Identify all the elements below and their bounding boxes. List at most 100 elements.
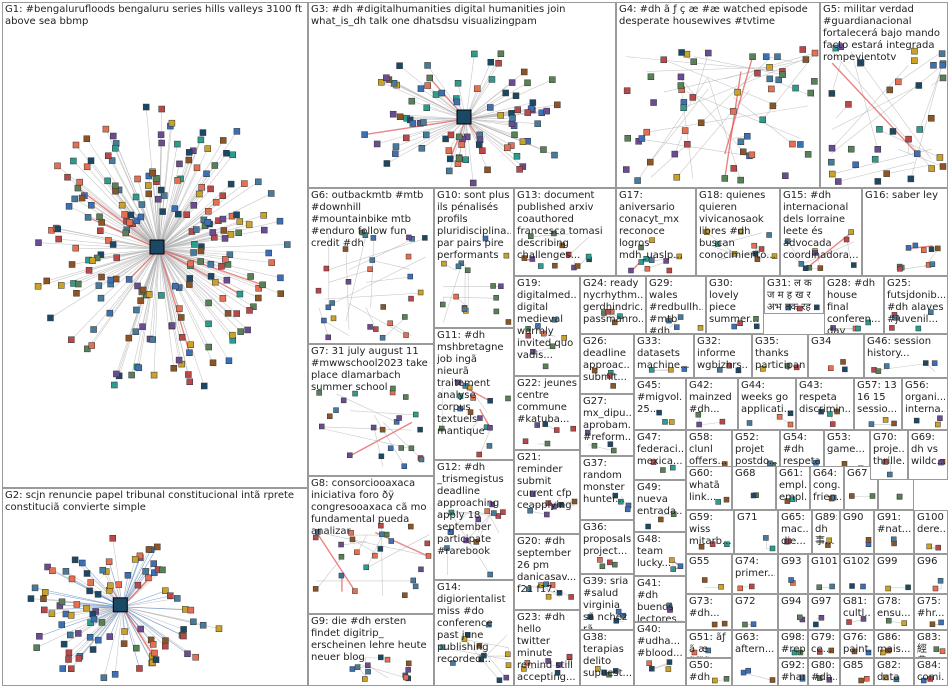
user-node[interactable] [85,267,93,274]
user-node[interactable] [378,79,385,86]
user-node[interactable] [591,367,598,374]
user-node[interactable] [784,238,791,244]
user-node[interactable] [811,49,819,57]
user-node[interactable] [236,218,244,225]
user-node[interactable] [383,160,391,167]
user-node[interactable] [717,367,723,373]
user-node[interactable] [911,57,918,64]
user-node[interactable] [62,568,70,575]
user-node[interactable] [551,503,557,510]
user-node[interactable] [817,265,824,271]
user-node[interactable] [638,259,644,265]
user-node[interactable] [423,131,430,139]
user-node[interactable] [235,229,242,236]
user-node[interactable] [826,537,832,544]
user-node[interactable] [666,267,673,274]
user-node[interactable] [417,426,423,433]
user-node[interactable] [623,87,631,94]
user-node[interactable] [787,410,794,417]
user-node[interactable] [779,71,786,78]
user-node[interactable] [512,92,520,100]
user-node[interactable] [491,510,497,516]
user-node[interactable] [544,440,551,447]
user-node[interactable] [759,116,766,124]
user-node[interactable] [479,147,486,154]
user-node[interactable] [193,226,200,233]
user-node[interactable] [88,201,95,209]
user-node[interactable] [897,266,903,272]
user-node[interactable] [83,604,90,612]
user-node[interactable] [905,135,912,143]
user-node[interactable] [131,556,139,563]
user-node[interactable] [349,666,356,672]
user-node[interactable] [553,427,560,433]
user-node[interactable] [860,616,867,622]
user-node[interactable] [193,164,201,172]
user-node[interactable] [60,640,68,648]
user-node[interactable] [737,585,744,592]
user-node[interactable] [379,531,385,538]
user-node[interactable] [265,249,272,257]
user-node[interactable] [498,283,504,289]
user-node[interactable] [813,460,819,466]
user-node[interactable] [95,282,103,289]
user-node[interactable] [647,158,654,166]
user-node[interactable] [75,655,83,662]
user-node[interactable] [525,332,531,339]
user-node[interactable] [128,371,135,379]
user-node[interactable] [835,178,842,185]
user-node[interactable] [96,213,103,221]
user-node[interactable] [41,589,49,596]
user-node[interactable] [828,647,835,654]
user-node[interactable] [660,467,666,473]
user-node[interactable] [698,543,705,550]
user-node[interactable] [176,305,183,312]
user-node[interactable] [930,62,937,69]
user-node[interactable] [145,182,152,189]
user-node[interactable] [705,49,712,57]
user-node[interactable] [542,363,549,370]
user-node[interactable] [396,415,402,421]
user-node[interactable] [244,326,251,334]
user-node[interactable] [134,175,141,183]
user-node[interactable] [267,190,275,197]
user-node[interactable] [83,163,91,171]
user-node[interactable] [701,577,708,583]
user-node[interactable] [749,53,756,60]
user-node[interactable] [624,135,631,142]
user-node[interactable] [936,154,944,161]
user-node[interactable] [875,368,882,374]
user-node[interactable] [812,250,818,256]
user-node[interactable] [816,584,823,590]
user-node[interactable] [705,647,712,654]
user-node[interactable] [424,82,431,89]
user-node[interactable] [829,421,836,427]
user-node[interactable] [95,636,102,644]
user-node[interactable] [72,141,80,149]
user-node[interactable] [574,263,581,269]
user-node[interactable] [782,172,789,179]
user-node[interactable] [457,393,464,399]
user-node[interactable] [354,549,360,556]
user-node[interactable] [380,304,386,310]
user-node[interactable] [776,413,783,420]
user-node[interactable] [670,566,676,572]
user-node[interactable] [97,251,105,258]
user-node[interactable] [65,656,72,663]
user-node[interactable] [87,157,95,164]
user-node[interactable] [98,619,106,626]
user-node[interactable] [754,69,761,77]
user-node[interactable] [848,229,854,235]
user-node[interactable] [403,332,409,338]
user-node[interactable] [697,325,704,331]
user-node[interactable] [458,141,465,148]
user-node[interactable] [86,634,94,641]
user-node[interactable] [849,493,855,499]
user-node[interactable] [489,501,495,508]
user-node[interactable] [159,566,166,574]
user-node[interactable] [406,234,412,241]
user-node[interactable] [511,131,518,139]
user-node[interactable] [277,274,284,282]
user-node[interactable] [684,140,691,148]
hub-node[interactable] [456,109,472,125]
